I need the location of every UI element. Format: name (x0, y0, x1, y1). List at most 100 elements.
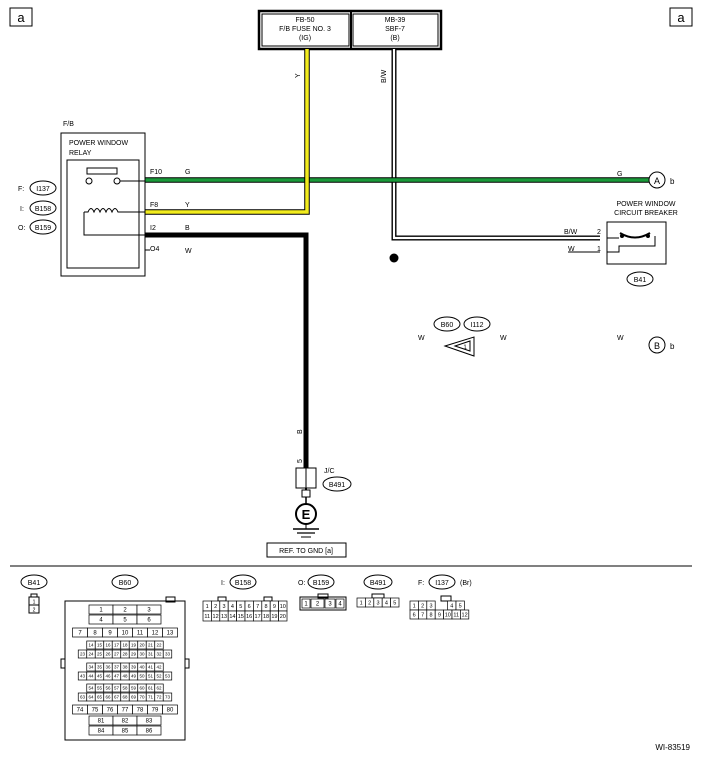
pin-number: 1 (99, 608, 103, 614)
svg-text:B41: B41 (28, 580, 41, 587)
pin-cell (154, 683, 164, 693)
fuse-left-line1: FB-50 (295, 17, 314, 24)
pin-number: 16 (105, 643, 111, 648)
pin-number: 44 (88, 674, 94, 679)
pin-number: 6 (413, 612, 416, 618)
wire-label-bw-right: B/W (564, 229, 578, 236)
pin-number: 29 (131, 652, 137, 657)
wire-label-w-mid3: W (617, 335, 624, 342)
svg-text:B158: B158 (35, 206, 51, 213)
pin-number: 9 (108, 631, 112, 637)
connector-b60-i112: B60 I112 1 (433, 316, 491, 357)
pin-cell (136, 604, 162, 615)
pin-number: 3 (429, 603, 432, 609)
pin-number: 43 (80, 674, 86, 679)
pin-number: 21 (148, 643, 154, 648)
pin-number: 2 (316, 602, 320, 608)
relay-frame (60, 132, 146, 277)
pin-number: 38 (122, 665, 128, 670)
pin-number: 13 (167, 631, 174, 637)
pin-cell (335, 598, 345, 609)
pin-5-label: 5 (297, 459, 304, 463)
pin-cell (310, 598, 325, 609)
pin-number: 36 (105, 665, 111, 670)
pin-number: 34 (88, 665, 94, 670)
pin-number: 8 (429, 612, 432, 618)
pin-number: 2 (421, 603, 424, 609)
pin-number: 4 (338, 602, 342, 608)
pin-number: 5 (123, 618, 127, 624)
svg-text:E: E (302, 507, 311, 522)
pin-number: 83 (146, 719, 153, 725)
pin-number: 12 (213, 614, 219, 620)
pin-cell (390, 597, 400, 608)
pin-number: 3 (222, 604, 225, 610)
pin-number: 50 (139, 674, 145, 679)
pin-number: 42 (156, 665, 162, 670)
breaker-title-line2: CIRCUIT BREAKER (614, 210, 678, 217)
fuse-right-line2: SBF-7 (385, 26, 405, 33)
pin-number: 11 (453, 612, 459, 618)
fuse-left-line2: F/B FUSE NO. 3 (279, 26, 331, 33)
pin-number: 8 (93, 631, 97, 637)
connector-i137: F: I137 (18, 180, 57, 196)
pin-number: 64 (88, 695, 94, 700)
pin-number: 66 (105, 695, 111, 700)
pin-number: 52 (156, 674, 162, 679)
pin-number: 14 (88, 643, 94, 648)
svg-text:B60: B60 (119, 580, 132, 587)
svg-text:I:: I: (20, 206, 24, 213)
circuit-breaker (606, 221, 667, 265)
pin-number: 51 (148, 674, 154, 679)
pin-number: 67 (114, 695, 120, 700)
pin-number: 8 (264, 604, 267, 610)
pin-number: 16 (246, 614, 252, 620)
pin-number: 11 (204, 614, 210, 620)
pin-number: 48 (122, 674, 128, 679)
fuse-right-line1: MB-39 (385, 17, 406, 24)
svg-text:1: 1 (463, 345, 467, 351)
pin-number: 77 (122, 708, 129, 714)
pin-f8: F8 (150, 202, 158, 209)
pin-number: 39 (131, 665, 137, 670)
pin-number: 81 (98, 719, 105, 725)
corner-letter-right: a (677, 10, 685, 25)
pin-number: 12 (152, 631, 159, 637)
pin-number: 76 (107, 708, 114, 714)
pin-number: 40 (139, 665, 145, 670)
pin-i2: I2 (150, 225, 156, 232)
svg-text:F:: F: (418, 580, 424, 587)
svg-text:2: 2 (33, 608, 36, 614)
pin-number: 4 (99, 618, 103, 624)
corner-letter-left: a (17, 10, 25, 25)
pin-number: 79 (152, 708, 159, 714)
pin-number: 47 (114, 674, 120, 679)
pin-number: 10 (445, 612, 451, 618)
fuse-left-line3: (IG) (299, 35, 311, 42)
svg-text:REF. TO GND [a]: REF. TO GND [a] (279, 548, 333, 555)
pin-cell (162, 704, 178, 715)
pin-number: 13 (221, 614, 227, 620)
pin-number: 59 (131, 686, 137, 691)
pin-cell (162, 649, 173, 659)
pin-number: 27 (114, 652, 120, 657)
svg-text:1: 1 (33, 600, 36, 606)
wire-label-g: G (185, 169, 190, 176)
pin-cell (136, 715, 162, 726)
svg-text:I137: I137 (435, 580, 449, 587)
pin-number: 2 (123, 608, 127, 614)
svg-text:O:: O: (298, 580, 305, 587)
wire-label-w: W (185, 248, 192, 255)
pin-number: 10 (122, 631, 129, 637)
pin-number: 84 (98, 729, 105, 735)
pin-number: 4 (385, 600, 388, 606)
pin-number: 9 (273, 604, 276, 610)
pin-number: 7 (78, 631, 82, 637)
pin-number: 63 (80, 695, 86, 700)
